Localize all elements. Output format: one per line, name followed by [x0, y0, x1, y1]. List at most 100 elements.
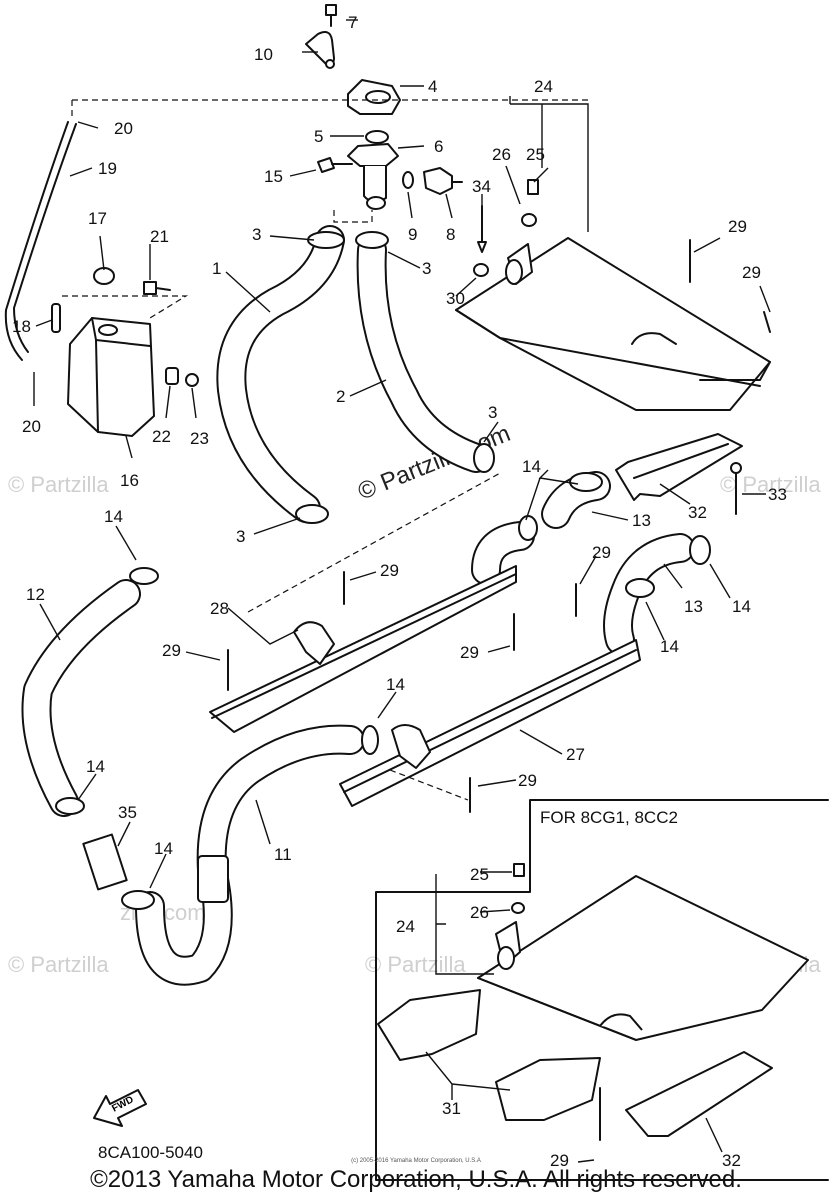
callout-5: 5: [314, 127, 323, 146]
callout-10: 10: [254, 45, 273, 64]
cap-retainer: [305, 31, 335, 69]
callout-32b: 32: [722, 1151, 741, 1170]
callout-29c: 29: [592, 543, 611, 562]
hose-joint: [471, 521, 535, 585]
cap-bolt: [325, 4, 337, 27]
callout-14g: 14: [154, 839, 173, 858]
callout-29e: 29: [162, 641, 181, 660]
callout-35: 35: [118, 803, 137, 822]
hose-sleeve: [197, 855, 229, 903]
alignment-line-28: [247, 471, 503, 613]
callout-14f: 14: [86, 757, 105, 776]
filler-bolt: [317, 157, 353, 173]
hose-19: [4, 121, 77, 361]
inset-variant: FOR 8CG1, 8CC2: [375, 799, 829, 1181]
callout-14a: 14: [522, 457, 541, 476]
callout-13a: 13: [632, 511, 651, 530]
callout-7: 7: [348, 13, 357, 32]
callout-29f: 29: [460, 643, 479, 662]
radiator-main: [455, 237, 771, 411]
callout-29g: 29: [518, 771, 537, 790]
callout-9: 9: [408, 225, 417, 244]
radiator-inlet: [505, 243, 533, 285]
callout-3c: 3: [488, 403, 497, 422]
fwd-arrow: FWD: [93, 1089, 147, 1127]
filler-neck: [347, 143, 399, 210]
callout-24b: 24: [396, 917, 415, 936]
callout-16: 16: [120, 471, 139, 490]
hose-clamps: [55, 231, 711, 910]
watermark-left: © Partzilla: [8, 472, 109, 497]
callout-27: 27: [566, 745, 585, 764]
callout-6: 6: [434, 137, 443, 156]
callout-29b: 29: [742, 263, 761, 282]
reservoir-cap: [93, 267, 115, 285]
callout-3b: 3: [422, 259, 431, 278]
cap-gasket: [365, 130, 389, 144]
reservoir-tank: [67, 317, 155, 437]
alignment-line-neck: [333, 210, 373, 223]
inset-title: FOR 8CG1, 8CC2: [540, 808, 678, 827]
hose-2: [356, 235, 491, 473]
callout-18: 18: [12, 317, 31, 336]
radiator-cap: [347, 79, 401, 115]
rivet-34: [477, 205, 487, 253]
watermark-bottom-left: © Partzilla: [8, 952, 109, 977]
reservoir-nut: [185, 373, 199, 387]
callout-14e: 14: [386, 675, 405, 694]
callout-28: 28: [210, 599, 229, 618]
callout-29d: 29: [380, 561, 399, 580]
heat-exchanger-28: [209, 565, 517, 733]
callout-23: 23: [190, 429, 209, 448]
bolt-33: [730, 462, 742, 515]
heat-exchanger-27: [339, 639, 641, 807]
alignment-line-27: [389, 769, 469, 801]
footer-fine-print: (c) 2005-2016 Yamaha Motor Corporation, …: [351, 1158, 481, 1164]
air-vent-screw: [527, 179, 539, 195]
callout-33: 33: [768, 485, 787, 504]
callout-1: 1: [212, 259, 221, 278]
callout-labels: 7 10 4 20 5 6 24 26 25 19 15 34 17 21 3 …: [12, 13, 787, 1170]
callout-20a: 20: [114, 119, 133, 138]
o-ring: [402, 171, 414, 189]
callout-17: 17: [88, 209, 107, 228]
callout-14b: 14: [104, 507, 123, 526]
rivets-29: [227, 239, 771, 1141]
callout-8: 8: [446, 225, 455, 244]
callout-3d: 3: [236, 527, 245, 546]
callout-11: 11: [274, 845, 292, 864]
callout-31: 31: [442, 1099, 461, 1118]
callout-2: 2: [336, 387, 345, 406]
joint-pipe: [82, 833, 128, 891]
grommet: [473, 263, 489, 277]
reservoir-collar: [165, 367, 179, 385]
thermo-switch: [423, 167, 463, 195]
callout-25a: 25: [526, 145, 545, 164]
callout-14c: 14: [732, 597, 751, 616]
callout-13b: 13: [684, 597, 703, 616]
callout-14d: 14: [660, 637, 679, 656]
diagram-code: 8CA100-5040: [98, 1143, 203, 1162]
callout-21: 21: [150, 227, 169, 246]
hose-1: [216, 225, 345, 523]
callout-15: 15: [264, 167, 283, 186]
callout-24a: 24: [534, 77, 553, 96]
callout-20b: 20: [22, 417, 41, 436]
hose-12: [21, 579, 141, 817]
alignment-line-tank: [62, 295, 189, 319]
callout-26b: 26: [470, 903, 489, 922]
callout-34: 34: [472, 177, 491, 196]
reservoir-pipe: [51, 303, 61, 333]
hose-11: [135, 724, 365, 986]
callout-3a: 3: [252, 225, 261, 244]
vent-washer: [521, 213, 537, 227]
callout-19: 19: [98, 159, 117, 178]
callout-4: 4: [428, 77, 437, 96]
callout-25b: 25: [470, 865, 489, 884]
callout-29h: 29: [550, 1151, 569, 1170]
leader-lines: [33, 19, 771, 1163]
callout-32a: 32: [688, 503, 707, 522]
bracket-32-upper: [615, 433, 743, 501]
watermark-bottom-center: © Partzilla: [365, 952, 466, 977]
